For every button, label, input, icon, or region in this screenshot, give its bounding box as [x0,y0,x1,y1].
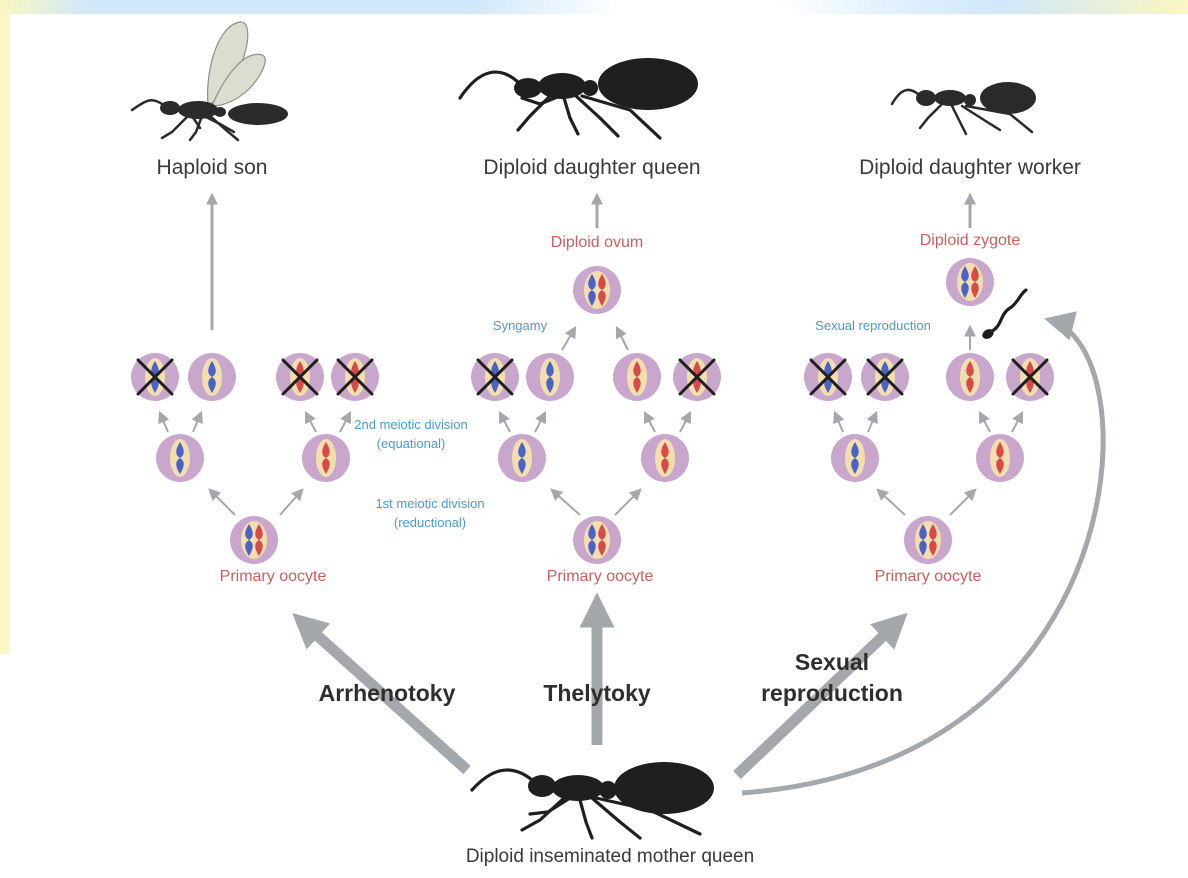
label-primary-oocyte-center: Primary oocyte [547,568,654,586]
cell-icon [946,353,994,401]
cell-icon [156,434,204,482]
cell-icon [641,434,689,482]
label-syngamy: Syngamy [493,316,547,335]
meiosis1-line2: (reductional) [394,515,466,530]
cells-layer [131,258,1054,564]
sexual-line2: reproduction [761,680,903,706]
label-first-meiotic-division: 1st meiotic division (reductional) [375,494,484,532]
winged-male-ant-icon [132,22,288,140]
worker-ant-icon [892,82,1036,134]
cell-icon [188,353,236,401]
cell-icon [976,434,1024,482]
cell-icon-degenerated [673,353,721,401]
cell-icon [230,516,278,564]
cell-icon-degenerated [276,353,324,401]
mother-queen-ant-icon [472,762,714,838]
cell-icon-degenerated [471,353,519,401]
cell-icon [573,516,621,564]
cell-icon-degenerated [1006,353,1054,401]
meiosis1-line1: 1st meiotic division [375,496,484,511]
cell-icon-degenerated [331,353,379,401]
cell-icon [904,516,952,564]
label-second-meiotic-division: 2nd meiotic division (equational) [354,415,467,453]
label-primary-oocyte-right: Primary oocyte [875,568,982,586]
label-sexual-reproduction-small: Sexual reproduction [815,316,931,335]
cell-icon [613,353,661,401]
cell-icon [302,434,350,482]
cell-icon-degenerated [131,353,179,401]
cell-icon [831,434,879,482]
cell-icon-degenerated [861,353,909,401]
label-daughter-worker: Diploid daughter worker [859,156,1081,180]
queen-ant-icon [460,58,698,138]
label-arrhenotoky: Arrhenotoky [319,678,456,709]
cell-icon [526,353,574,401]
label-thelytoky: Thelytoky [543,678,650,709]
cell-icon [573,266,621,314]
label-sexual-reproduction: Sexual reproduction [761,647,903,709]
cell-icon-degenerated [804,353,852,401]
label-diploid-ovum: Diploid ovum [551,234,643,252]
label-diploid-zygote: Diploid zygote [920,232,1021,250]
label-primary-oocyte-left: Primary oocyte [220,568,327,586]
label-mother-queen: Diploid inseminated mother queen [466,846,754,868]
meiosis2-line2: (equational) [377,436,446,451]
sexual-line1: Sexual [795,649,869,675]
label-haploid-son: Haploid son [157,156,268,180]
cell-icon [498,434,546,482]
meiosis2-line1: 2nd meiotic division [354,417,467,432]
cell-icon [946,258,994,306]
label-daughter-queen: Diploid daughter queen [483,156,700,180]
